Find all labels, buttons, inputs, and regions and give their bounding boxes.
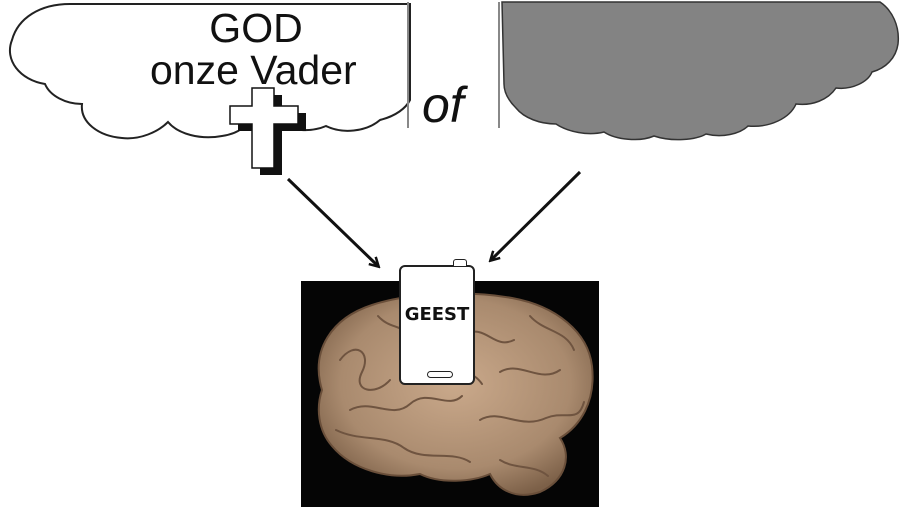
dark-cloud (501, 1, 900, 141)
phone-camera (453, 259, 467, 266)
god-cloud-shape (9, 3, 411, 140)
god-cloud (9, 3, 411, 140)
cross-icon (229, 87, 306, 175)
arrow-cross-to-phone (286, 177, 378, 266)
dark-cloud-shape (501, 1, 900, 141)
phone-home-button (427, 371, 453, 378)
conjunction-label: of (422, 77, 464, 133)
god-title: GOD (209, 5, 303, 51)
phone-icon: GEEST (399, 259, 475, 385)
arrow-cloud-to-phone (491, 170, 582, 260)
phone-label: GEEST (404, 304, 470, 325)
god-subtitle: onze Vader (150, 47, 357, 93)
